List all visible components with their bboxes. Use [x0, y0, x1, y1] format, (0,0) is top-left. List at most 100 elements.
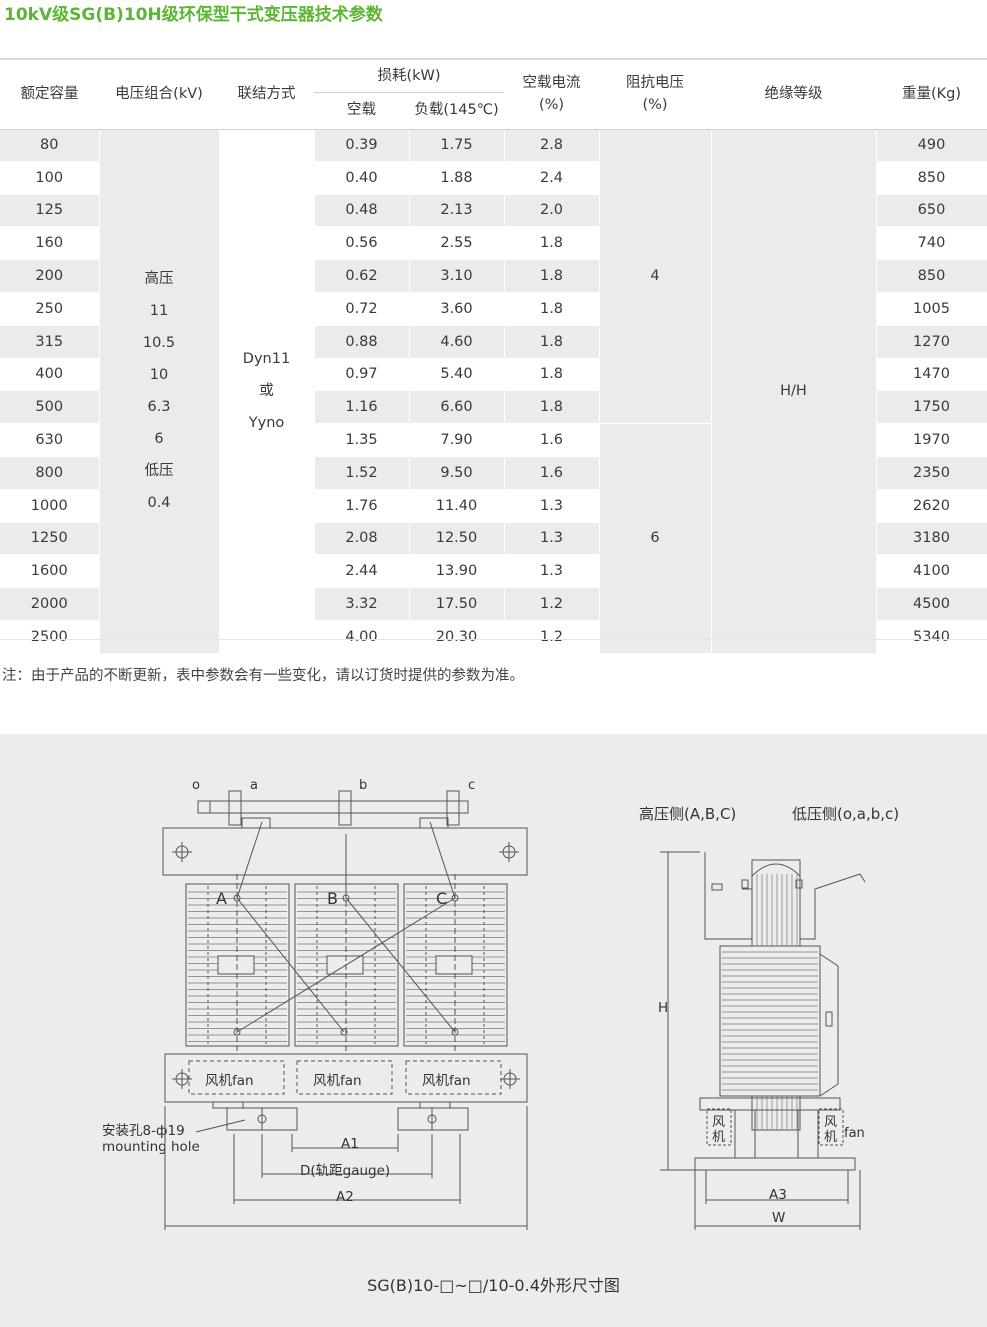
- cell-capacity: 2000: [0, 587, 100, 621]
- cell-capacity: 160: [0, 226, 100, 261]
- voltage-line: 6: [154, 430, 164, 447]
- cell-capacity: 400: [0, 358, 100, 392]
- cell-weight: 2350: [876, 456, 987, 490]
- voltage-line: 10.5: [142, 334, 176, 351]
- cell-load-loss: 12.50: [409, 522, 505, 556]
- side-fan-left-char1: 风: [712, 1115, 725, 1130]
- cell-impedance-high: 6: [599, 423, 712, 654]
- cell-noload-loss: 0.39: [314, 129, 410, 162]
- header-noload-current: 空载电流(%): [504, 60, 599, 129]
- cell-weight: 3180: [876, 522, 987, 556]
- dimension-lines: [164, 1106, 528, 1230]
- base-clamp: [164, 1053, 528, 1103]
- cell-noload-loss: 0.72: [314, 292, 410, 326]
- cell-weight: 5340: [876, 620, 987, 654]
- cell-weight: 740: [876, 226, 987, 261]
- fan-label-middle: 风机fan: [313, 1073, 362, 1089]
- page-title: 10kV级SG(B)10H级环保型干式变压器技术参数: [4, 5, 383, 25]
- header-weight: 重量(Kg): [901, 85, 962, 102]
- hv-bracket: [704, 852, 753, 940]
- side-fan-right-char1: 风: [824, 1115, 837, 1130]
- cell-noload-loss: 2.08: [314, 522, 410, 556]
- table-bottom-divider: [0, 639, 987, 640]
- cell-load-loss: 2.55: [409, 226, 505, 261]
- cell-impedance-low: 4: [599, 129, 712, 425]
- cell-weight: 4100: [876, 554, 987, 589]
- cell-load-loss: 4.60: [409, 325, 505, 359]
- header-loss-label: 损耗(kW): [377, 67, 441, 84]
- cell-load-loss: 3.10: [409, 259, 505, 293]
- cell-noload-current: 1.8: [504, 259, 600, 293]
- cell-capacity: 2500: [0, 620, 100, 654]
- cell-noload-current: 1.8: [504, 358, 600, 392]
- front-view: o a b c A B C: [102, 778, 528, 1230]
- cell-weight: 1750: [876, 390, 987, 425]
- cell-capacity: 125: [0, 194, 100, 228]
- foot-frame-right: [419, 1101, 451, 1109]
- cell-noload-current: 1.6: [504, 423, 600, 457]
- label-A: A: [216, 889, 227, 908]
- cell-noload-current: 1.3: [504, 489, 600, 523]
- coil-3: [403, 874, 508, 1054]
- cell-noload-loss: 0.62: [314, 259, 410, 293]
- header-impedance: 阻抗电压(%): [599, 60, 711, 129]
- label-a: a: [250, 778, 258, 793]
- cell-capacity: 250: [0, 292, 100, 326]
- dim-W: W: [772, 1210, 785, 1226]
- cell-noload-loss: 0.88: [314, 325, 410, 359]
- connection-line: Dyn11: [242, 350, 291, 367]
- foot-left: [226, 1107, 298, 1131]
- cell-noload-loss: 0.97: [314, 358, 410, 392]
- header-loss-noload: 空载: [347, 102, 376, 119]
- side-fan-en: fan: [844, 1126, 865, 1141]
- header-voltage: 电压组合(kV): [115, 85, 203, 102]
- voltage-line: 低压: [144, 462, 174, 479]
- cell-load-loss: 13.90: [409, 554, 505, 589]
- cell-load-loss: 3.60: [409, 292, 505, 326]
- cell-capacity: 1250: [0, 522, 100, 556]
- cell-load-loss: 20.30: [409, 620, 505, 654]
- cell-noload-loss: 2.44: [314, 554, 410, 589]
- dim-A2: A2: [336, 1189, 354, 1205]
- foot-frame-left: [212, 1101, 244, 1109]
- voltage-line: 11: [149, 302, 169, 319]
- cell-noload-loss: 1.76: [314, 489, 410, 523]
- cell-weight: 850: [876, 259, 987, 293]
- voltage-line: 高压: [144, 270, 174, 287]
- cell-capacity: 200: [0, 259, 100, 293]
- cell-weight: 1005: [876, 292, 987, 326]
- outline-drawing-svg: o a b c A B C: [102, 778, 899, 1230]
- side-coil-outer: [819, 953, 839, 1097]
- dim-A1: A1: [341, 1136, 359, 1152]
- cell-capacity: 315: [0, 325, 100, 359]
- mount-marker-base-right: [500, 1069, 520, 1089]
- side-coil-ribs: [722, 951, 818, 1091]
- header-impedance-label: 阻抗电压: [626, 75, 684, 92]
- top-lug-left: [241, 817, 271, 829]
- cell-load-loss: 1.88: [409, 161, 505, 195]
- cell-noload-loss: 1.35: [314, 423, 410, 457]
- cell-noload-current: 1.6: [504, 456, 600, 490]
- fan-box-middle: [296, 1060, 393, 1095]
- cell-load-loss: 6.60: [409, 390, 505, 425]
- cell-load-loss: 1.75: [409, 129, 505, 162]
- fan-box-right: [405, 1060, 502, 1095]
- cell-noload-current: 1.8: [504, 325, 600, 359]
- cell-noload-current: 1.8: [504, 226, 600, 261]
- cell-noload-current: 1.3: [504, 522, 600, 556]
- lv-terminal-b: [338, 790, 352, 826]
- dim-D: D(轨距gauge): [300, 1163, 390, 1179]
- header-loss-group: 损耗(kW): [314, 60, 504, 93]
- cell-noload-current: 1.8: [504, 292, 600, 326]
- cell-weight: 1970: [876, 423, 987, 457]
